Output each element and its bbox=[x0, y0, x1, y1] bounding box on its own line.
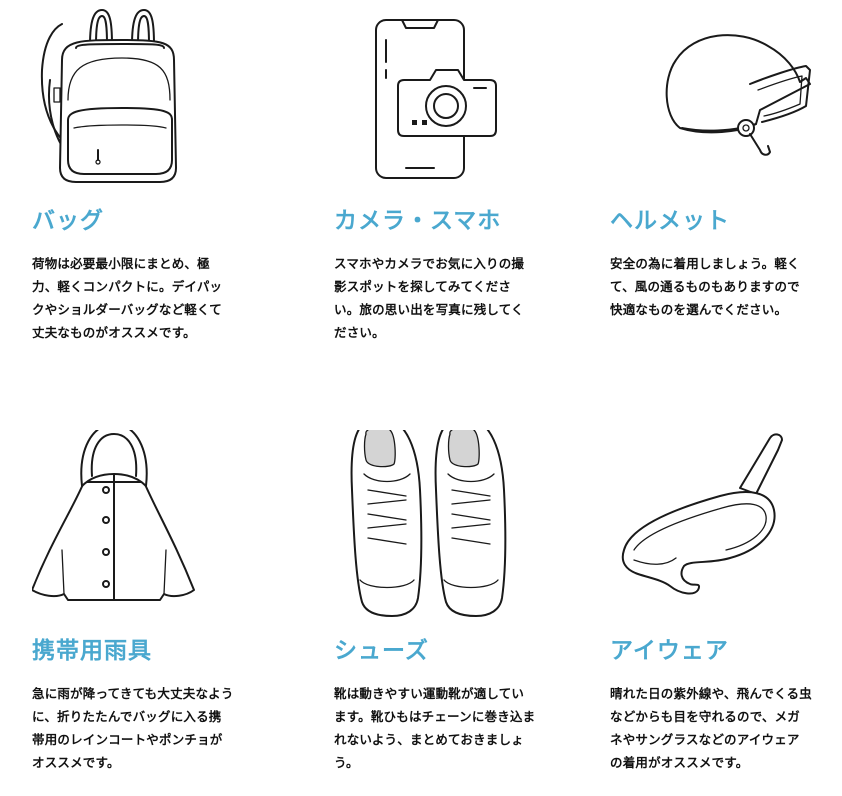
raincoat-icon bbox=[32, 430, 272, 625]
item-title: ヘルメット bbox=[610, 208, 730, 234]
camera-smartphone-icon bbox=[334, 0, 574, 195]
sunglasses-icon bbox=[610, 430, 842, 625]
item-description: 荷物は必要最小限にまとめ、極力、軽くコンパクトに。デイパックやショルダーバッグな… bbox=[32, 256, 223, 340]
item-title: 携帯用雨具 bbox=[32, 638, 152, 664]
item-description: スマホやカメラでお気に入りの撮影スポットを探してみてください。旅の思い出を写真に… bbox=[334, 256, 525, 340]
item-title: アイウェア bbox=[610, 638, 729, 664]
item-title: カメラ・スマホ bbox=[334, 208, 502, 234]
item-description: 晴れた日の紫外線や、飛んでくる虫などからも目を守れるので、メガネやサングラスなど… bbox=[610, 686, 812, 770]
item-title: バッグ bbox=[32, 208, 104, 234]
item-description: 急に雨が降ってきても大丈夫なように、折りたたんでバッグに入る携帯用のレインコート… bbox=[32, 686, 234, 770]
helmet-icon bbox=[610, 0, 842, 195]
item-description: 安全の為に着用しましょう。軽くて、風の通るものもありますので快適なものを選んでく… bbox=[610, 256, 800, 317]
backpack-icon bbox=[32, 0, 272, 195]
sneakers-icon bbox=[334, 430, 574, 625]
item-title: シューズ bbox=[334, 638, 429, 664]
item-description: 靴は動きやすい運動靴が適しています。靴ひもはチェーンに巻き込まれないよう、まとめ… bbox=[334, 686, 536, 770]
